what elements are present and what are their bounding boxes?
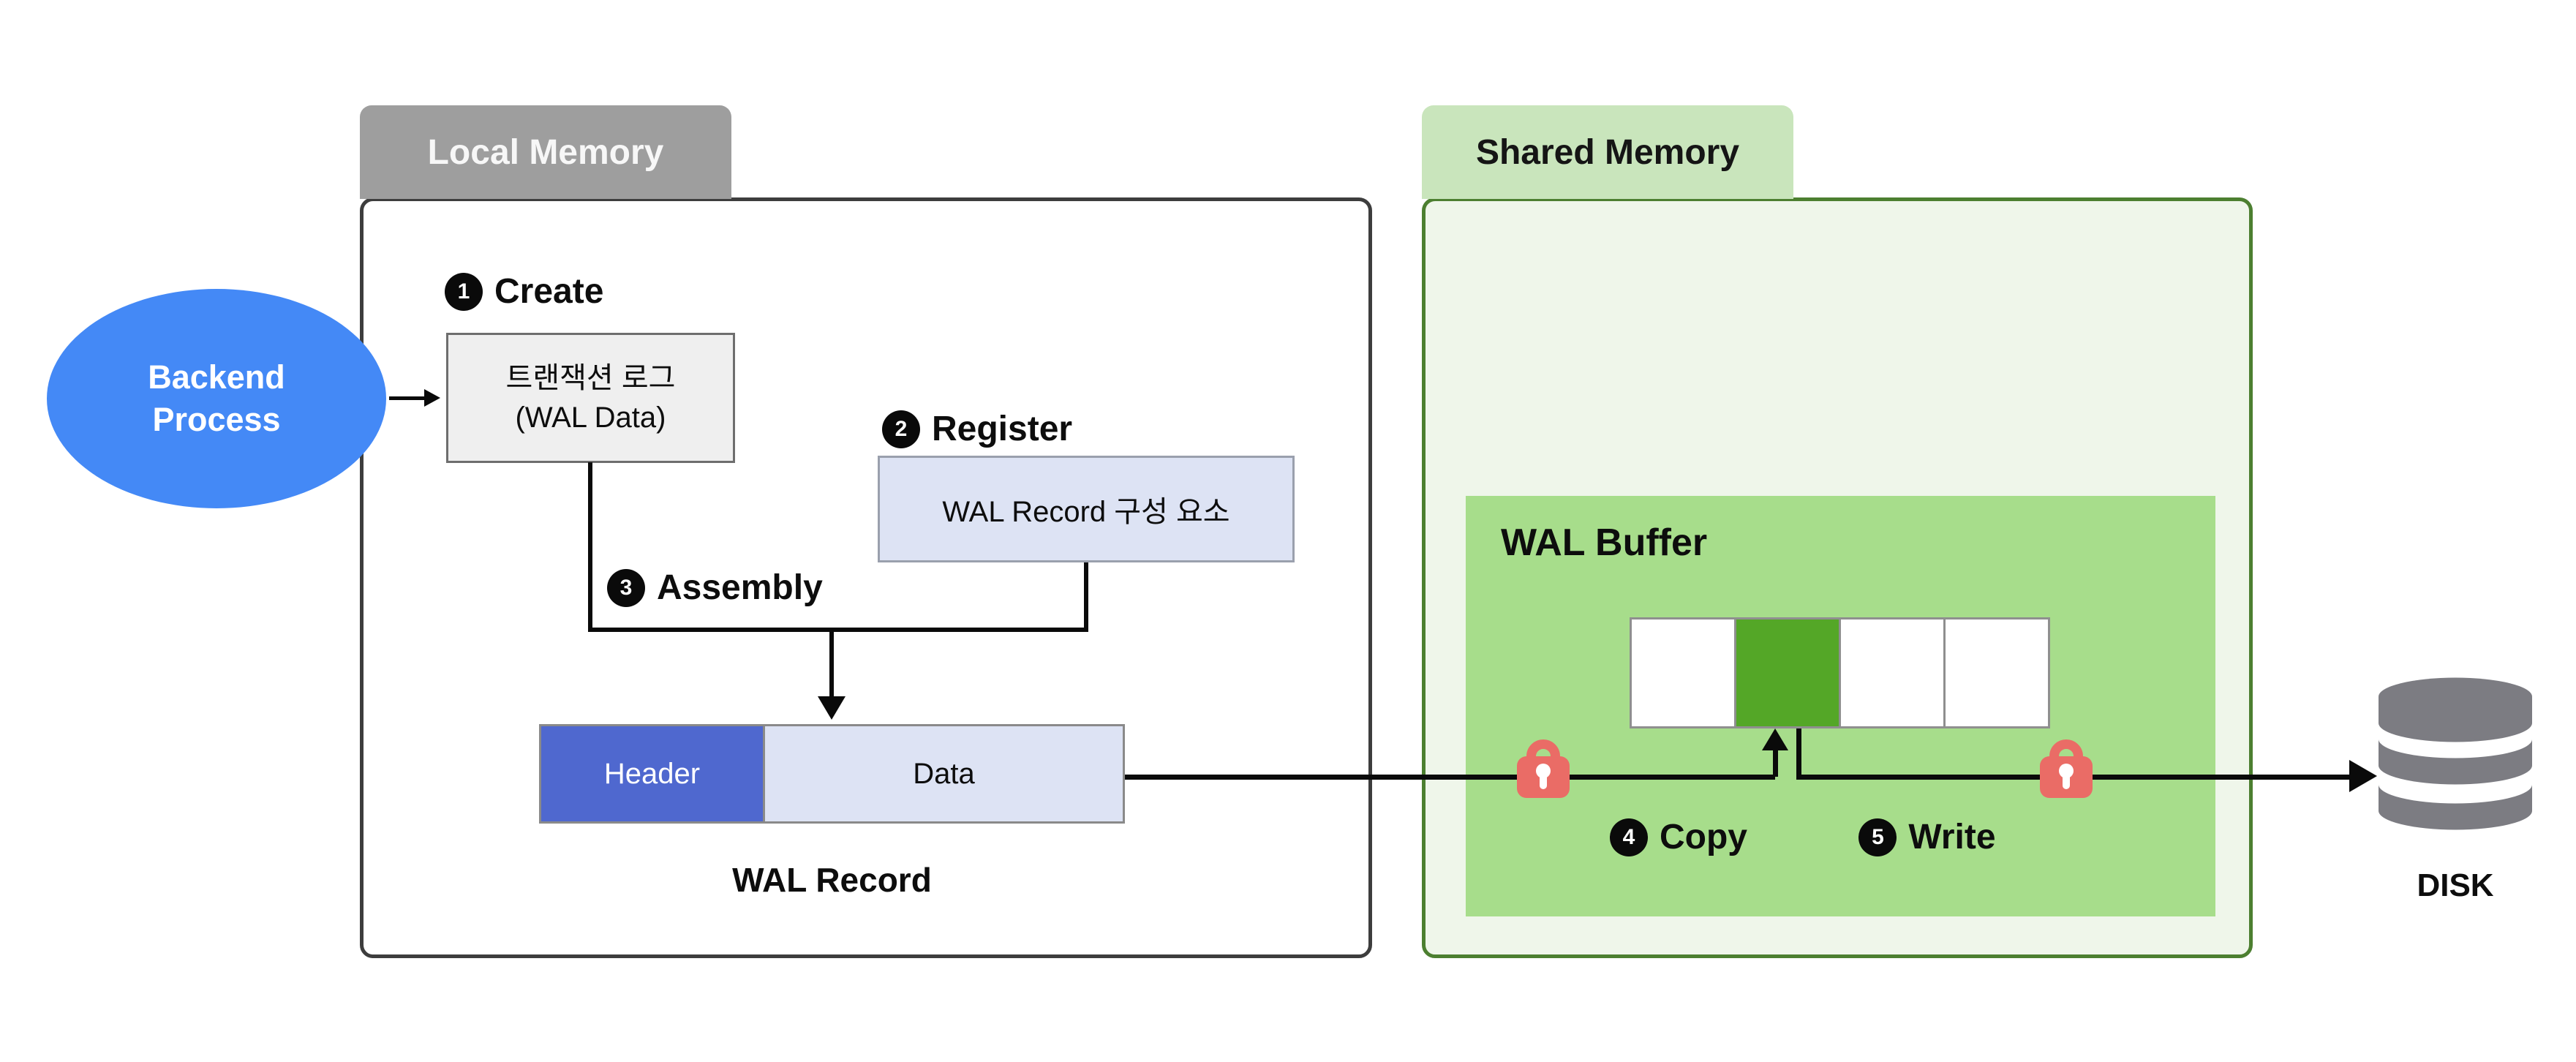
local-memory-region	[360, 197, 1372, 958]
wal-buffer-cells	[1630, 617, 2050, 728]
step-register: 2 Register	[882, 409, 1072, 449]
transaction-log-line1: 트랜잭션 로그	[505, 362, 676, 394]
copy-arrow-shaft	[1773, 747, 1778, 777]
step-5-badge: 5	[1858, 818, 1897, 856]
local-memory-tab-label: Local Memory	[427, 132, 664, 172]
transaction-log-text: 트랜잭션 로그 (WAL Data)	[506, 358, 676, 437]
assembly-arrow-shaft	[829, 628, 834, 698]
flow-line-record-to-buffer	[1125, 775, 1775, 780]
disk-label: DISK	[2417, 867, 2494, 903]
assembly-line-left	[588, 462, 592, 632]
wal-buffer-cell	[1946, 620, 2048, 726]
transaction-log-line2: (WAL Data)	[515, 402, 666, 434]
wal-record-components-box: WAL Record 구성 요소	[878, 456, 1295, 562]
step-write-label: Write	[1908, 818, 1996, 856]
step-2-badge: 2	[882, 410, 920, 448]
shared-memory-tab-label: Shared Memory	[1475, 132, 1740, 172]
step-4-badge: 4	[1610, 818, 1648, 856]
wal-record-caption: WAL Record	[732, 861, 932, 899]
wal-record-data-cell: Data	[765, 726, 1123, 821]
assembly-line-horizontal	[588, 628, 1088, 632]
backend-process-label: Backend Process	[148, 358, 285, 438]
transaction-log-box: 트랜잭션 로그 (WAL Data)	[446, 333, 735, 463]
lock-keystem	[2063, 772, 2070, 789]
local-memory-tab: Local Memory	[360, 105, 731, 199]
step-copy: 4 Copy	[1574, 817, 1783, 857]
database-icon	[2379, 677, 2532, 837]
step-assembly-label: Assembly	[657, 568, 823, 607]
lock-icon	[2040, 739, 2093, 798]
wal-buffer-cell	[1736, 620, 1841, 726]
lock-keystem	[1540, 772, 1547, 789]
wal-buffer-title: WAL Buffer	[1501, 521, 1708, 564]
wal-buffer-cell	[1841, 620, 1946, 726]
lock-icon	[1517, 739, 1570, 798]
step-1-badge: 1	[445, 272, 483, 311]
write-line-from-cell	[1796, 728, 1801, 777]
backend-process-node: Backend Process	[47, 289, 386, 508]
step-copy-label: Copy	[1660, 818, 1747, 856]
arrowhead-icon	[818, 696, 846, 720]
wal-buffer-cell	[1632, 620, 1736, 726]
backend-to-log-connector	[389, 396, 427, 400]
arrowhead-icon	[2349, 760, 2377, 792]
step-write: 5 Write	[1821, 817, 2033, 857]
wal-record-box: Header Data	[539, 724, 1125, 824]
step-assembly: 3 Assembly	[607, 568, 823, 608]
assembly-line-right	[1084, 562, 1088, 632]
step-3-badge: 3	[607, 568, 645, 607]
step-create-label: Create	[494, 272, 604, 311]
shared-memory-tab: Shared Memory	[1422, 105, 1793, 199]
step-create: 1 Create	[445, 271, 603, 312]
step-register-label: Register	[932, 410, 1073, 448]
arrowhead-icon	[1762, 728, 1788, 750]
wal-record-components-label: WAL Record 구성 요소	[942, 496, 1230, 528]
wal-record-header-cell: Header	[541, 726, 765, 821]
arrowhead-icon	[424, 389, 440, 407]
